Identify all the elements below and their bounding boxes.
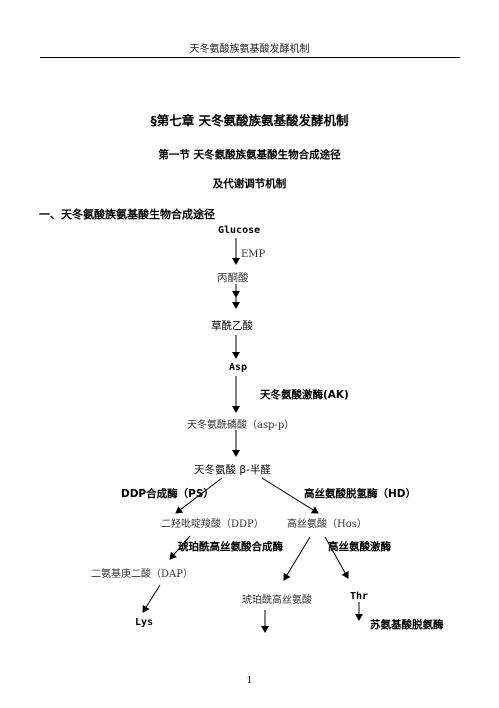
node-hos: 高丝氨酸（Hos）	[287, 519, 367, 530]
page-header: 天冬氨酸族氨基酸发酵机制	[189, 44, 310, 55]
node-pyruvate: 丙酮酸	[217, 272, 249, 284]
arrow-dap-lys	[142, 584, 161, 613]
label-emp: EMP	[241, 249, 266, 260]
node-lys: Lys	[135, 617, 154, 628]
node-thr: Thr	[350, 591, 369, 602]
enzyme-ps: DDP合成酶（PS）	[121, 488, 214, 500]
enzyme-hos-kinase: 高丝氨酸激酶	[328, 541, 391, 553]
page-number: 1	[246, 676, 253, 686]
node-glucose: Glucose	[218, 225, 261, 236]
node-oxaloacetate: 草酰乙酸	[211, 320, 253, 332]
arrow-semialdehyde-hos	[261, 477, 319, 514]
node-dap: 二氨基庚二酸（DAP）	[91, 569, 193, 580]
node-asp: Asp	[229, 362, 248, 373]
arrow-ddp-dap	[169, 535, 191, 560]
enzyme-ak: 天冬氨酸激酶(AK)	[260, 389, 349, 401]
section-title-line2: 及代谢调节机制	[212, 178, 287, 190]
section-title-line1: 第一节 天冬氨酸族氨基酸生物合成途径	[158, 149, 341, 161]
enzyme-succinyl: 琥珀酰高丝氨酸合成酶	[178, 541, 283, 553]
arrow-hos-thr	[324, 536, 349, 579]
enzyme-hd: 高丝氨酸脱氢酶（HD）	[304, 488, 417, 500]
enzyme-thr-deaminase: 苏氨基酸脱氨酶	[370, 619, 444, 631]
node-asp-semialdehyde: 天冬氨酸 β-半醛	[194, 464, 271, 476]
header-divider	[40, 57, 460, 58]
arrow-semialdehyde-ddp	[175, 477, 223, 514]
node-succinyl-hos: 琥珀酰高丝氨酸	[242, 595, 312, 606]
subsection-title: 一、天冬氨酸族氨基酸生物合成途径	[39, 208, 215, 221]
node-aspp: 天冬氨酰磷酸（asp-p）	[187, 420, 295, 431]
arrow-hos-succinyl	[283, 536, 311, 581]
chapter-title: §第七章 天冬氨酸族氨基酸发酵机制	[150, 113, 349, 128]
node-ddp: 二羟吡啶羧酸（DDP）	[161, 519, 264, 530]
